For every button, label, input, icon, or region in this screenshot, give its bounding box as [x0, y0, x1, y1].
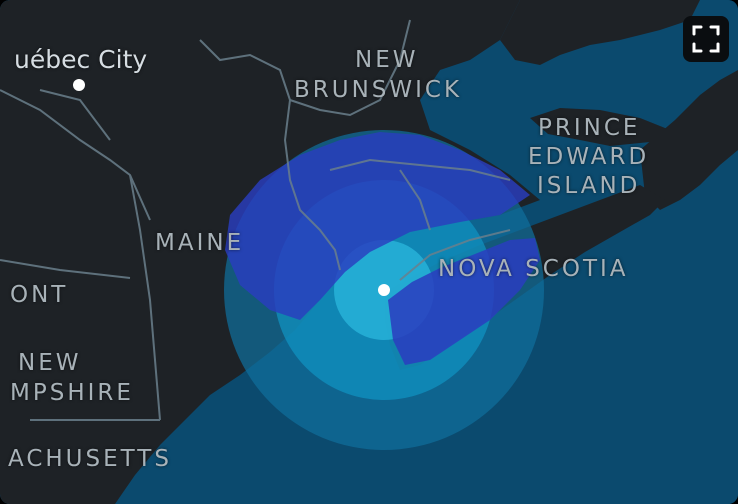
borders: [0, 19, 511, 421]
radar-center-dot: [378, 284, 390, 296]
fullscreen-button[interactable]: [683, 16, 729, 62]
land-gaspe: [500, 0, 700, 65]
label-maine: MAINE: [155, 230, 245, 256]
label-new-brunswick-line2: BRUNSWICK: [294, 77, 463, 103]
land-cape-breton: [640, 70, 738, 210]
label-new-hampshire-line1: NEW: [18, 350, 82, 376]
label-pei-line2: EDWARD: [528, 144, 650, 170]
city-marker[interactable]: [73, 79, 85, 91]
label-new-hampshire-line2: MPSHIRE: [10, 380, 134, 406]
label-pei-line1: PRINCE: [538, 115, 641, 141]
label-nova-scotia: NOVA SCOTIA: [438, 256, 629, 282]
precip-layer: [225, 132, 530, 320]
label-pei-line3: ISLAND: [537, 173, 641, 199]
land-pei: [530, 108, 670, 146]
fullscreen-icon: [692, 25, 720, 53]
label-new-brunswick-line1: NEW: [355, 47, 419, 73]
label-vermont: ONT: [10, 282, 69, 308]
city-label: uébec City: [14, 45, 148, 74]
label-massachusetts: ACHUSETTS: [8, 446, 172, 472]
precip-nova-scotia: [388, 238, 540, 365]
